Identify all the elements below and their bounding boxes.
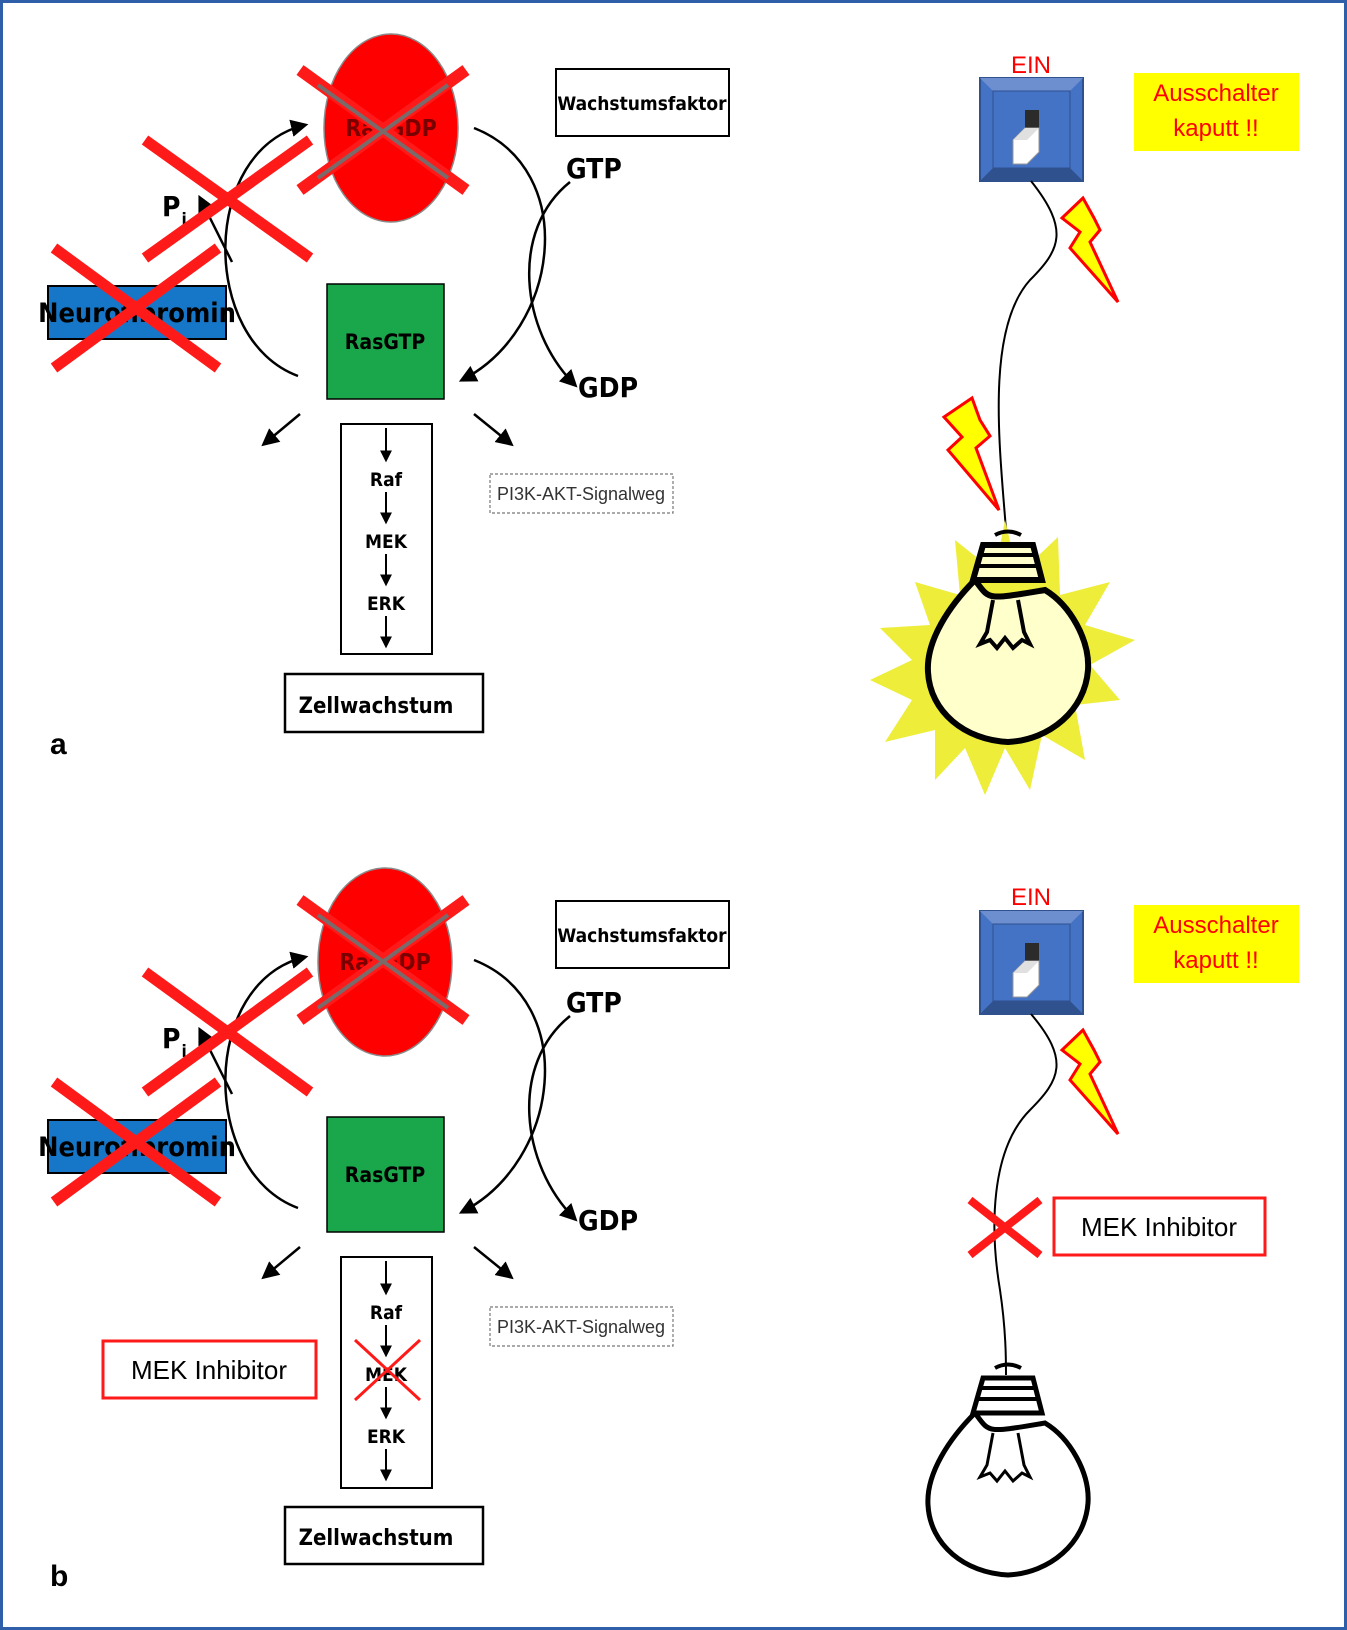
- zellwachstum-label: Zellwachstum: [299, 694, 454, 719]
- rasgdp-cross: [296, 895, 470, 1025]
- pi-label: Pi: [162, 190, 187, 230]
- light-bulb-off-icon: [925, 1362, 1091, 1578]
- mek-inhibitor-box-left: [101, 1339, 318, 1400]
- pi3k-label: PI3K-AKT-Signalweg: [497, 484, 665, 504]
- mek-inhibitor-label-left: MEK Inhibitor: [131, 1355, 287, 1385]
- pi-label: Pi: [162, 1022, 187, 1062]
- gap-arrow-cross: [141, 135, 314, 263]
- light-bulb-lit-icon: [924, 529, 1092, 746]
- gap-arrow-cross: [141, 967, 314, 1097]
- wachstumsfaktor-label: Wachstumsfaktor: [557, 93, 727, 115]
- rasgdp-cross: [296, 65, 470, 195]
- mek-inhibitor-label-right: MEK Inhibitor: [1081, 1212, 1237, 1242]
- gdp-label: GDP: [578, 1204, 638, 1237]
- panel-a: a RasGDP Wachstumsfaktor GTP GDP Pi N: [38, 33, 1299, 795]
- neurofibromin-cross: [50, 1077, 222, 1207]
- note-line-1: Ausschalter: [1153, 912, 1278, 939]
- pi3k-label: PI3K-AKT-Signalweg: [497, 1317, 665, 1337]
- gtp-label: GTP: [566, 152, 622, 185]
- zellwachstum-label: Zellwachstum: [299, 1526, 454, 1551]
- note-line-1: Ausschalter: [1153, 80, 1278, 107]
- wire: [997, 180, 1058, 531]
- rasgtp-label: RasGTP: [345, 1163, 426, 1187]
- note-line-2: kaputt !!: [1173, 115, 1258, 142]
- panel-label-a: a: [50, 728, 67, 761]
- pi3k-box: [489, 473, 674, 514]
- switch-label-ein: EIN: [1011, 52, 1051, 79]
- wire: [993, 1013, 1058, 1376]
- broken-switch-note: [1134, 73, 1299, 151]
- panel-b: b RasGDP Wachstumsfaktor GTP GDP Pi Neur…: [38, 867, 1299, 1593]
- zellwachstum-box: [283, 672, 485, 734]
- light-switch: [979, 910, 1084, 1015]
- broken-switch-note: [1134, 905, 1299, 983]
- rasgtp-box: [326, 283, 445, 400]
- pi3k-downstream-arrow: [473, 1246, 514, 1280]
- neurofibromin-cross: [50, 243, 222, 373]
- rasgtp-label: RasGTP: [345, 330, 426, 354]
- mek-cross: [353, 1338, 422, 1402]
- cascade-erk: ERK: [367, 1426, 406, 1448]
- left-downstream-arrow: [261, 1246, 301, 1280]
- wachstumsfaktor-box: [555, 68, 730, 137]
- gtp-gdp-swap-arrow: [528, 181, 578, 388]
- pi3k-box: [489, 1306, 674, 1347]
- gtp-gdp-swap-arrow: [528, 1015, 578, 1222]
- mek-inhibitor-box-right: [1052, 1196, 1267, 1257]
- wire-cut-cross: [967, 1196, 1043, 1259]
- zellwachstum-box: [283, 1505, 485, 1566]
- rasgtp-box: [326, 1116, 445, 1233]
- wachstumsfaktor-box: [555, 900, 730, 969]
- pi3k-downstream-arrow: [473, 413, 514, 447]
- left-downstream-arrow: [261, 413, 301, 447]
- pi-release-arrow: [198, 1026, 234, 1095]
- panel-label-b: b: [50, 1560, 68, 1593]
- gdp-to-gtp-exchange-arrow: [458, 958, 547, 1214]
- lightning-bolt-icon: [1059, 195, 1120, 303]
- light-switch: [979, 77, 1084, 182]
- cascade-erk: ERK: [367, 593, 406, 615]
- lightning-bolt-icon: [941, 395, 1001, 511]
- lightning-bolt-icon: [1059, 1027, 1120, 1135]
- gtp-label: GTP: [566, 986, 622, 1019]
- cascade-mek: MEK: [365, 531, 408, 553]
- switch-label-ein: EIN: [1011, 884, 1051, 911]
- cascade-raf: Raf: [370, 1302, 403, 1324]
- cascade-raf: Raf: [370, 469, 403, 491]
- gdp-to-gtp-exchange-arrow: [458, 126, 547, 382]
- wachstumsfaktor-label: Wachstumsfaktor: [557, 925, 727, 947]
- gdp-label: GDP: [578, 371, 638, 404]
- note-line-2: kaputt !!: [1173, 947, 1258, 974]
